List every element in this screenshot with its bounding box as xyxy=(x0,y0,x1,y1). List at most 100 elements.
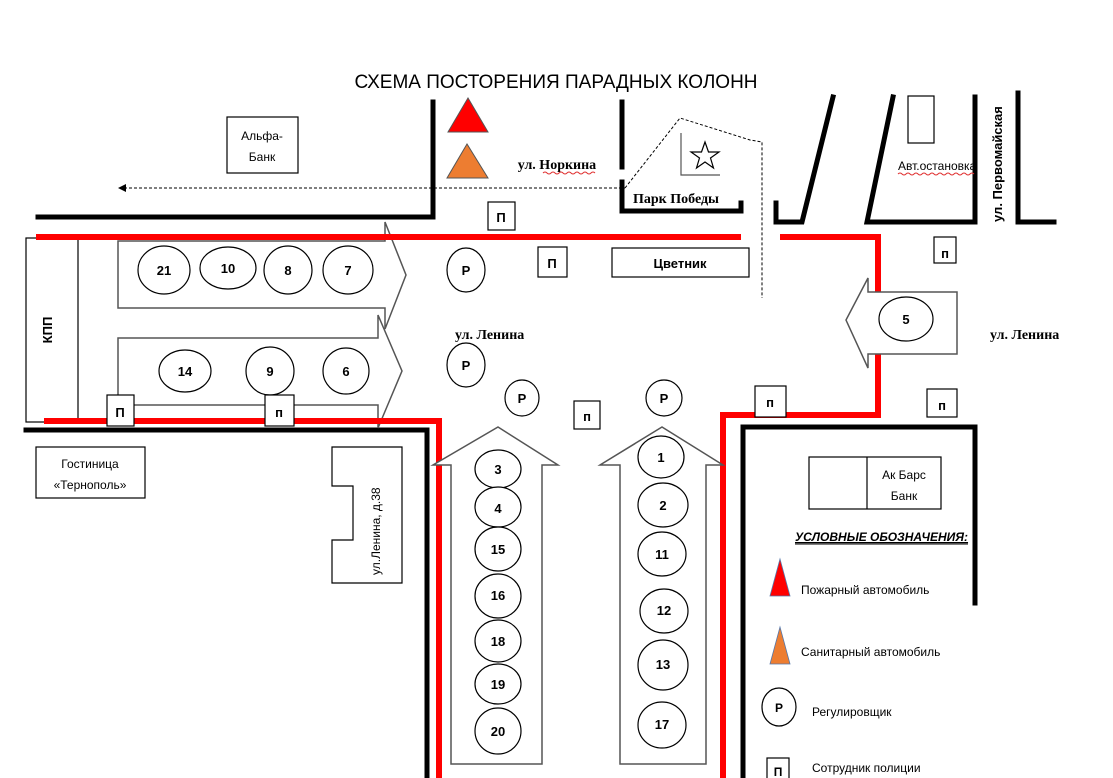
police-label: п xyxy=(938,398,946,413)
police-label: П xyxy=(547,256,556,271)
unit-14: 14 xyxy=(178,364,193,379)
unit-18: 18 xyxy=(491,634,505,649)
barrier-right xyxy=(720,234,881,778)
police-square-icon xyxy=(264,394,295,427)
lenina-street-right-label: ул. Ленина xyxy=(990,328,1059,343)
road-diagonal-1 xyxy=(773,93,837,225)
alfa-bank-label-2: Банк xyxy=(249,150,276,164)
unit-1: 1 xyxy=(657,450,664,465)
spellcheck-underline xyxy=(542,171,596,175)
unit-4: 4 xyxy=(494,501,502,516)
unit-15: 15 xyxy=(491,542,505,557)
police-label: П xyxy=(115,405,124,420)
alfa-bank-label-1: Альфа- xyxy=(241,129,283,143)
police-label: п xyxy=(766,395,774,410)
fire-truck-icon xyxy=(447,97,489,133)
unit-13: 13 xyxy=(656,657,670,672)
hotel-label-2: «Тернополь» xyxy=(54,478,127,492)
police-square-icon xyxy=(933,236,957,264)
unit-9: 9 xyxy=(266,364,273,379)
hotel-label-1: Гостиница xyxy=(61,457,119,471)
park-pobedy-bracket xyxy=(619,179,744,214)
unit-3: 3 xyxy=(494,462,501,477)
bus-stop: Авт.остановка xyxy=(897,95,977,176)
unit-7: 7 xyxy=(344,263,351,278)
ak-bars-bank-building: Ак Барс Банк xyxy=(808,456,942,510)
top-left-row-units: 21 10 8 7 xyxy=(137,245,374,295)
norkina-street-label: ул. Норкина xyxy=(518,158,596,173)
road-top-left xyxy=(35,99,436,220)
bus-stop-label: Авт.остановка xyxy=(898,159,977,173)
unit-12: 12 xyxy=(657,603,671,618)
alfa-bank-building: Альфа- Банк xyxy=(226,116,299,174)
unit-16: 16 xyxy=(491,588,505,603)
road-bottom-left xyxy=(23,427,430,778)
legend-label-police: Сотрудник полиции xyxy=(812,761,921,775)
center-area: П П Цветник Р Р Р Р п xyxy=(446,201,750,430)
regulator-label: Р xyxy=(660,391,669,406)
lenina-38-building: ул.Ленина, д.38 xyxy=(331,446,403,584)
right-area: 5 п п п xyxy=(754,236,958,418)
ak-bars-label-1: Ак Барс xyxy=(882,468,926,482)
kpp-label: КПП xyxy=(40,317,55,344)
tsvetnik-flowerbed xyxy=(611,247,750,278)
regulator-circle-icon xyxy=(446,247,486,293)
police-square-icon xyxy=(487,201,516,231)
police-label: п xyxy=(941,246,949,261)
regulator-circle-icon xyxy=(446,342,486,388)
hotel-ternopol: Гостиница «Тернополь» xyxy=(35,446,146,499)
police-square-icon xyxy=(573,400,601,430)
legend-label-ambulance: Санитарный автомобиль xyxy=(801,645,940,659)
park-boundary xyxy=(624,117,763,298)
star-icon xyxy=(689,140,721,170)
legend: УСЛОВНЫЕ ОБОЗНАЧЕНИЯ: Пожарный автомобил… xyxy=(761,530,968,778)
unit-17: 17 xyxy=(655,717,669,732)
regulator-label: Р xyxy=(518,391,527,406)
ak-bars-label-2: Банк xyxy=(891,489,918,503)
unit-21: 21 xyxy=(157,263,171,278)
police-label: п xyxy=(583,409,591,424)
police-label: П xyxy=(496,210,505,225)
barrier-lines xyxy=(36,234,881,778)
monument-base xyxy=(680,133,720,176)
fire-truck-triangle-icon xyxy=(769,557,791,597)
unit-5: 5 xyxy=(902,312,909,327)
lenina-street-center-label: ул. Ленина xyxy=(455,328,524,343)
legend-label-fire-truck: Пожарный автомобиль xyxy=(801,583,929,597)
regulator-circle-icon xyxy=(761,687,797,727)
scheme-title: СХЕМА ПОСТОРЕНИЯ ПАРАДНЫХ КОЛОНН xyxy=(354,72,757,93)
route-arrow xyxy=(118,117,763,298)
roads xyxy=(23,90,1057,778)
police-square-icon xyxy=(106,394,135,427)
tsvetnik-label: Цветник xyxy=(653,256,707,271)
unit-20: 20 xyxy=(491,724,505,739)
road-bottom-right xyxy=(740,424,978,778)
pervomaiskaya-street-label: ул. Первомайская xyxy=(990,106,1005,222)
spellcheck-underline xyxy=(897,172,975,176)
unit-19: 19 xyxy=(491,677,505,692)
legend-title: УСЛОВНЫЕ ОБОЗНАЧЕНИЯ: xyxy=(795,530,968,544)
regulator-circle-icon xyxy=(504,379,540,417)
unit-8: 8 xyxy=(284,263,291,278)
park-pobedy-label: Парк Победы xyxy=(633,192,719,207)
police-square-icon xyxy=(537,246,568,278)
unit-2: 2 xyxy=(659,498,666,513)
police-square-icon xyxy=(754,385,787,418)
park-pobedy: Парк Победы xyxy=(633,133,721,207)
ambulance-triangle-icon xyxy=(769,625,791,665)
bottom-left-row-units: 14 9 6 xyxy=(158,346,370,396)
regulator-label: Р xyxy=(462,358,471,373)
lenina-38-label: ул.Ленина, д.38 xyxy=(369,487,383,575)
center-left-column-units: 3 4 15 16 18 19 20 xyxy=(474,449,522,755)
unit-10: 10 xyxy=(221,261,235,276)
legend-label-regulator: Регулировщик xyxy=(812,705,892,719)
regulator-circle-icon xyxy=(645,379,683,417)
barrier-left xyxy=(44,418,442,778)
ambulance-icon xyxy=(446,143,489,179)
kpp-building: КПП xyxy=(25,237,79,423)
police-square-icon xyxy=(926,388,958,418)
legend-police-symbol: П xyxy=(774,765,783,778)
unit-11: 11 xyxy=(655,547,669,562)
road-diagonal-2 xyxy=(863,94,978,225)
